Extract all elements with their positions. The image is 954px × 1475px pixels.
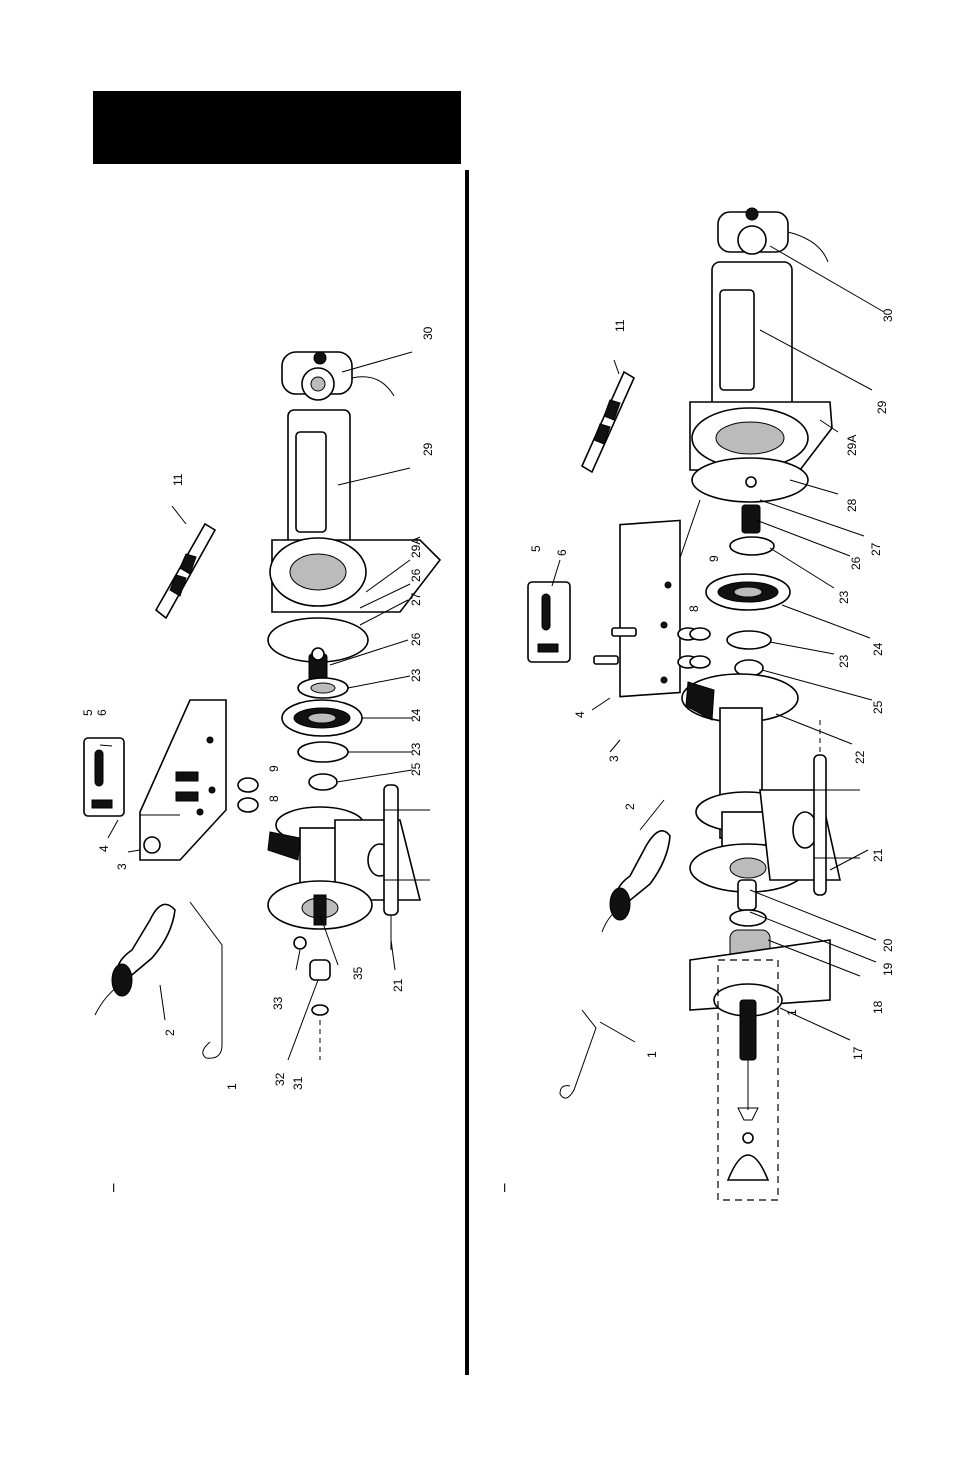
right-label-28: 28	[845, 498, 859, 512]
left-label-25: 25	[409, 762, 423, 776]
right-switch-box	[527, 581, 571, 663]
right-label-8: 8	[687, 605, 701, 612]
right-motor-endcap	[717, 207, 829, 263]
right-page-marker: I	[503, 1181, 506, 1195]
right-label-24: 24	[871, 642, 885, 656]
right-label-19: 19	[881, 962, 895, 976]
right-part-labels: 30 11 29 29A 28 27 26 23 24 23 25 22 9 5…	[529, 308, 895, 1060]
right-washer-23a	[729, 536, 775, 556]
left-label-5: 5	[81, 709, 95, 716]
left-label-1: 1	[225, 1083, 239, 1090]
left-label-11: 11	[171, 473, 185, 486]
left-label-33: 33	[271, 996, 285, 1010]
right-leader-lines	[551, 245, 885, 1041]
right-clutch-inset	[717, 959, 779, 1201]
right-frame	[759, 789, 841, 881]
left-motor-body	[269, 409, 442, 613]
right-strap-hook	[559, 1009, 597, 1099]
right-label-27: 27	[869, 542, 883, 556]
left-label-9: 9	[267, 765, 281, 772]
left-label-3: 3	[115, 863, 129, 870]
right-label-4: 4	[573, 711, 587, 718]
right-label-11: 11	[613, 319, 627, 332]
left-label-23-lower: 23	[409, 742, 423, 756]
right-clutch-housing	[689, 939, 831, 1017]
right-label-17: 17	[851, 1046, 865, 1060]
left-label-8: 8	[267, 795, 281, 802]
column-divider	[465, 170, 469, 1375]
header-bar	[93, 91, 461, 164]
right-label-22: 22	[853, 750, 867, 764]
right-label-6: 6	[555, 549, 569, 556]
left-part-labels: 30 29 11 29A 26 27 26 23 24 23 25 5 6 9 …	[81, 326, 435, 1090]
left-pin-33	[293, 936, 307, 950]
left-strap-hook	[189, 901, 223, 1059]
left-label-4: 4	[97, 845, 111, 852]
right-label-3: 3	[607, 755, 621, 762]
right-label-2: 2	[623, 803, 637, 810]
right-label-29: 29	[875, 400, 889, 414]
right-label-18: 18	[871, 1000, 885, 1014]
right-pinion	[741, 476, 761, 534]
right-washer-19	[729, 909, 767, 927]
left-drum	[267, 806, 365, 891]
left-label-6: 6	[95, 709, 109, 716]
left-label-24: 24	[409, 708, 423, 722]
left-page-marker: I	[112, 1181, 115, 1195]
left-label-26-upper: 26	[409, 568, 423, 582]
left-bracket-11	[154, 522, 217, 620]
left-leader-lines	[99, 351, 413, 1061]
right-mounting-plate	[619, 519, 681, 698]
left-label-23-upper: 23	[409, 668, 423, 682]
left-label-30: 30	[421, 326, 435, 340]
left-label-29a: 29A	[409, 537, 423, 558]
right-label-25: 25	[871, 700, 885, 714]
right-label-9: 9	[707, 555, 721, 562]
right-bracket-11	[580, 370, 636, 474]
right-label-1-inset: 1	[785, 1009, 799, 1016]
left-bushing	[308, 773, 338, 791]
left-bolts	[140, 771, 259, 816]
right-washer-23b	[726, 630, 772, 650]
right-label-26: 26	[849, 556, 863, 570]
left-handle-rod	[383, 784, 430, 950]
right-bolts	[593, 627, 711, 669]
left-pinion	[308, 647, 328, 683]
right-handle-rod	[813, 720, 860, 896]
left-washer-23b	[297, 741, 349, 763]
right-hook	[601, 830, 671, 933]
left-motor-endcap	[281, 351, 395, 401]
left-hook	[94, 903, 176, 1016]
left-label-35: 35	[351, 966, 365, 980]
right-label-1: 1	[645, 1051, 659, 1058]
left-washer-31	[311, 1004, 329, 1016]
left-label-29: 29	[421, 442, 435, 456]
left-label-2: 2	[163, 1029, 177, 1036]
left-switch-box	[83, 737, 125, 817]
left-label-32: 32	[273, 1072, 287, 1086]
left-bushing-32	[309, 959, 331, 981]
left-label-27: 27	[409, 592, 423, 606]
right-shaft-20	[737, 879, 757, 911]
right-exploded-view: 30 11 29 29A 28 27 26 23 24 23 25 22 9 5…	[503, 207, 895, 1201]
right-motor-body	[689, 261, 833, 471]
right-label-23-upper: 23	[837, 590, 851, 604]
right-label-23-lower: 23	[837, 654, 851, 668]
right-gear-carrier	[705, 573, 791, 611]
right-label-20: 20	[881, 938, 895, 952]
left-drum-flange	[267, 880, 373, 930]
left-label-21: 21	[391, 978, 405, 992]
right-label-21: 21	[871, 848, 885, 862]
left-label-31: 31	[291, 1076, 305, 1090]
left-gear-carrier	[281, 699, 363, 737]
left-label-26: 26	[409, 632, 423, 646]
right-label-29a: 29A	[845, 435, 859, 456]
right-label-5: 5	[529, 545, 543, 552]
left-exploded-view: 30 29 11 29A 26 27 26 23 24 23 25 5 6 9 …	[81, 326, 442, 1195]
right-label-30: 30	[881, 308, 895, 322]
right-spring-assembly	[726, 999, 770, 1181]
